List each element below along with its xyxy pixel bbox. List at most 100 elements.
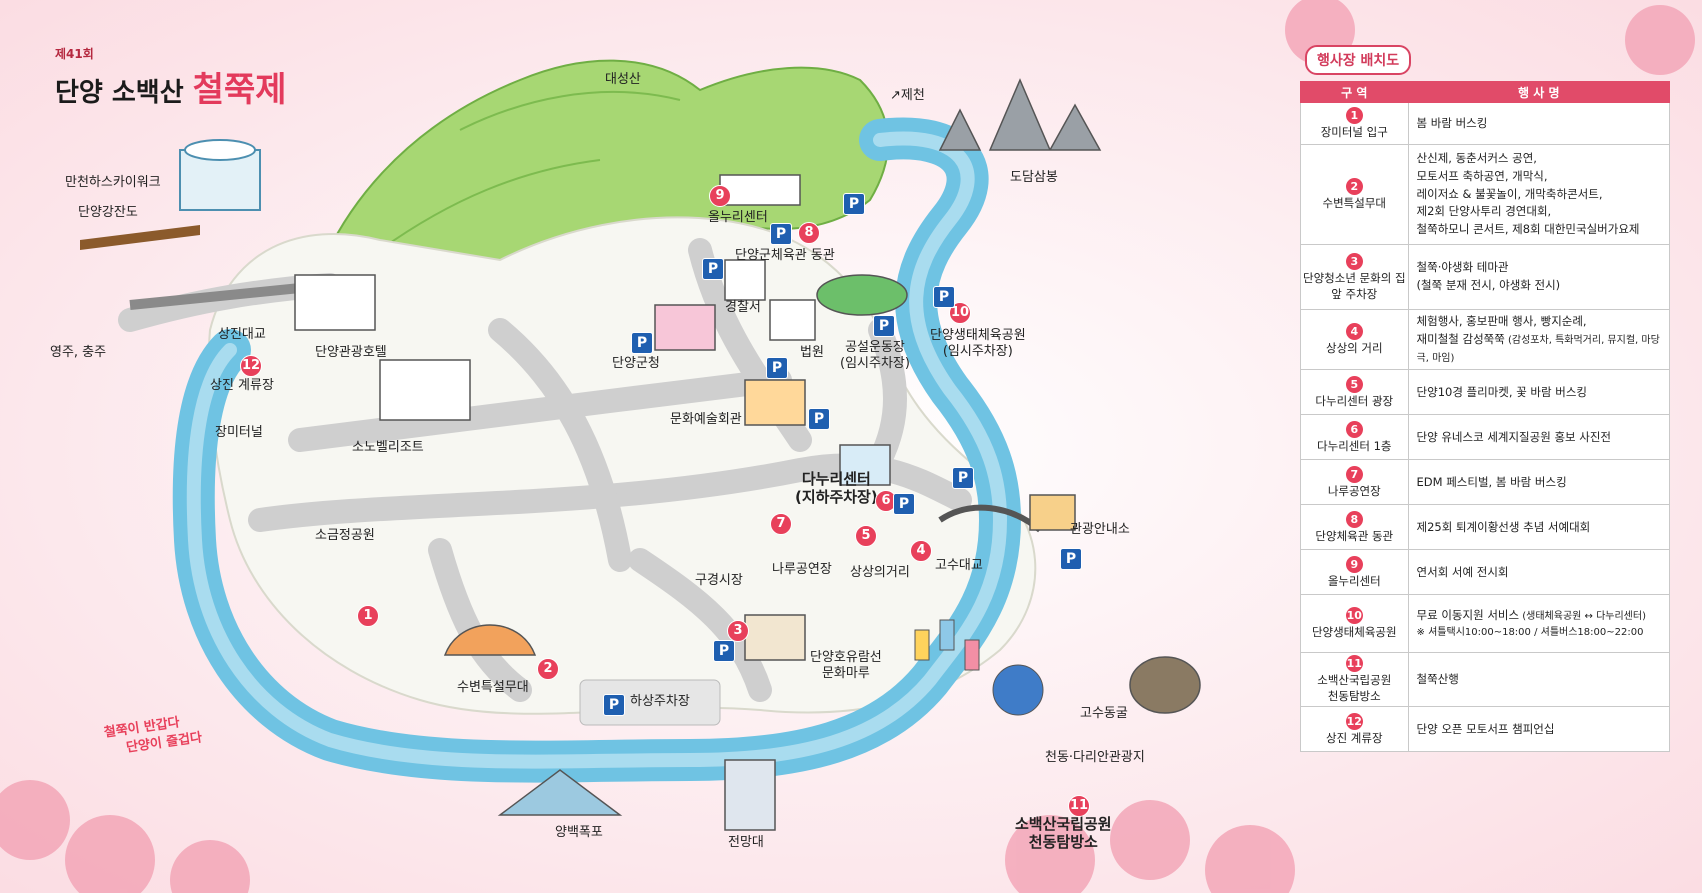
county-building xyxy=(654,304,716,351)
label-gosu-bridge: 고수대교 xyxy=(935,558,983,573)
label-rose-tunnel: 장미터널 xyxy=(215,425,263,440)
event-cell: 단양 오픈 모토서프 챔피언십 xyxy=(1407,706,1671,753)
marker-9[interactable]: 9 xyxy=(709,185,731,207)
header-zone: 구 역 xyxy=(1300,81,1409,103)
hotel-building xyxy=(294,274,376,331)
cruise-building xyxy=(744,614,806,661)
zone-name: 나루공연장 xyxy=(1327,483,1381,498)
parking-icon: P xyxy=(808,408,830,430)
parking-icon: P xyxy=(952,467,974,489)
zone-number: 2 xyxy=(1345,178,1363,195)
label-gym: 단양군체육관 동관 xyxy=(735,248,835,263)
label-yeongju: 영주, 충주 xyxy=(50,345,107,360)
label-daeseongsan: 대성산 xyxy=(605,72,641,87)
event-note: (생태체육공원 ↔ 다누리센터) xyxy=(1519,611,1646,623)
label-stadium: 공설운동장 (임시주차장) xyxy=(840,340,910,371)
zone-number: 8 xyxy=(1345,510,1363,528)
stadium-field xyxy=(816,274,908,316)
zone-number: 4 xyxy=(1345,323,1363,341)
zone-name: 상상의 거리 xyxy=(1325,341,1383,356)
label-gosu-cave: 고수동굴 xyxy=(1080,706,1128,721)
zone-number: 12 xyxy=(1345,712,1363,730)
observatory-building xyxy=(724,759,776,831)
marker-1[interactable]: 1 xyxy=(357,605,379,627)
marker-12[interactable]: 12 xyxy=(240,355,262,377)
event-cell: 제25회 퇴계이황선생 추념 서예대회 xyxy=(1407,504,1671,551)
olnurim-building xyxy=(719,174,801,206)
event-text: 봄 바람 버스킹 xyxy=(1416,115,1488,130)
dodam-rocks xyxy=(938,78,1102,151)
event-cell: 철쭉·야생화 테마관 (철쭉 분재 전시, 야생화 전시) xyxy=(1407,244,1671,310)
label-naru: 나루공연장 xyxy=(772,562,832,577)
label-sangjin-stream: 상진 계류장 xyxy=(210,378,274,393)
label-cruise: 단양호유람선 문화마루 xyxy=(810,650,882,681)
event-cell: 봄 바람 버스킹 xyxy=(1407,102,1671,145)
marker-2[interactable]: 2 xyxy=(537,658,559,680)
sangsang-houses xyxy=(914,619,1044,716)
label-danuri: 다누리센터 (지하주차장) xyxy=(795,470,878,506)
label-yangbaek: 양백폭포 xyxy=(555,825,603,840)
town-land xyxy=(207,216,1037,715)
zone-number: 10 xyxy=(1345,607,1363,625)
event-text: 제25회 퇴계이황선생 추념 서예대회 xyxy=(1416,519,1591,534)
label-skywalk: 만천하스카이워크 xyxy=(65,175,161,190)
gosu-cave-rock xyxy=(1129,656,1201,714)
event-cell: 체험행사, 홍보판매 행사, 빵지순례, 재미철철 감성쭉쭉 (감성포차, 특화… xyxy=(1407,308,1671,371)
marker-4[interactable]: 4 xyxy=(910,540,932,562)
label-art-hall: 문화예술회관 xyxy=(670,412,742,427)
zone-number: 7 xyxy=(1345,465,1363,483)
event-cell: 철쭉산행 xyxy=(1407,652,1671,708)
label-gugyeong: 구경시장 xyxy=(695,573,743,588)
event-cell: 단양10경 플리마켓, 꽃 바람 버스킹 xyxy=(1407,369,1671,416)
event-cell: EDM 페스티벌, 봄 바람 버스킹 xyxy=(1407,459,1671,506)
zone-name: 단양생태체육공원 xyxy=(1311,625,1397,640)
danuri-building xyxy=(839,444,891,486)
zone-name: 수변특설무대 xyxy=(1322,196,1386,210)
skywalk-structure xyxy=(80,139,261,250)
zone-number: 9 xyxy=(1345,555,1363,573)
info-building xyxy=(1029,494,1076,531)
event-cell: 산신제, 동춘서커스 공연, 모토서프 축하공연, 개막식, 레이저쇼 & 불꽃… xyxy=(1407,144,1671,245)
marker-5[interactable]: 5 xyxy=(855,525,877,547)
event-cell: 연서회 서예 전시회 xyxy=(1407,549,1671,596)
label-sangsang: 상상의거리 xyxy=(850,565,910,580)
parking-icon: P xyxy=(603,694,625,716)
panel-title: 행사장 배치도 xyxy=(1305,45,1412,75)
zone-number: 5 xyxy=(1345,375,1363,393)
event-cell: 단양 유네스코 세계지질공원 홍보 사진전 xyxy=(1407,414,1671,461)
event-text: 연서회 서예 전시회 xyxy=(1416,564,1509,579)
label-observatory: 전망대 xyxy=(728,835,764,850)
label-tourist-hotel: 단양관광호텔 xyxy=(315,345,387,360)
zone-number: 6 xyxy=(1345,420,1363,438)
edition-label: 제41회 xyxy=(55,47,94,61)
parking-icon: P xyxy=(933,286,955,308)
event-note: (감성포차, 특화먹거리, 뮤지컬, 마당극, 마임) xyxy=(1416,334,1660,364)
marker-10[interactable]: 10 xyxy=(949,302,971,324)
marker-8[interactable]: 8 xyxy=(798,222,820,244)
label-river-parking: 하상주차장 xyxy=(630,694,690,709)
label-county: 단양군청 xyxy=(612,356,660,371)
parking-icon: P xyxy=(893,493,915,515)
marker-11[interactable]: 11 xyxy=(1068,795,1090,817)
label-subyeon: 수변특설무대 xyxy=(457,680,529,695)
police-building xyxy=(724,259,766,301)
marker-3[interactable]: 3 xyxy=(727,620,749,642)
parking-icon: P xyxy=(1060,548,1082,570)
marker-7[interactable]: 7 xyxy=(770,513,792,535)
zone-number: 3 xyxy=(1345,252,1363,270)
